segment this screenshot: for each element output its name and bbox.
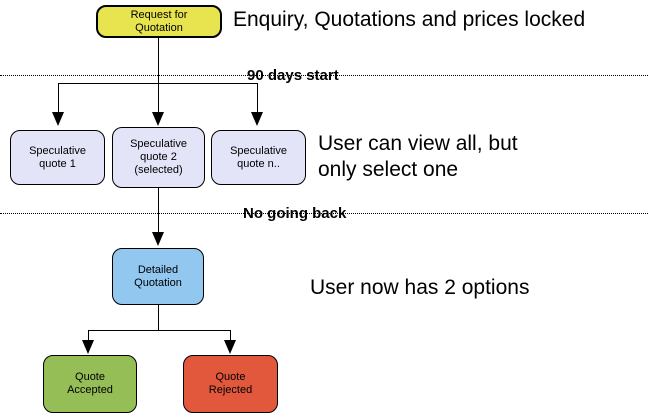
arrowhead-down-icon — [82, 340, 94, 354]
phase-divider-line-1 — [0, 75, 648, 76]
arrowhead-down-icon — [251, 112, 263, 126]
connector-to-spec3 — [257, 83, 258, 113]
connector-detailed-to-branch — [158, 305, 159, 331]
annotation-phase-90-days-start: 90 days start — [247, 67, 339, 84]
connector-to-spec1 — [58, 83, 59, 113]
node-quote-rejected: Quote Rejected — [183, 355, 278, 413]
node-request-for-quotation: Request for Quotation — [96, 5, 222, 38]
connector-to-spec2 — [158, 83, 159, 113]
node-detailed-quotation: Detailed Quotation — [112, 248, 204, 305]
annotation-user-has-2-options: User now has 2 options — [310, 276, 530, 299]
annotation-phase-no-going-back: No going back — [243, 205, 347, 222]
phase-divider-line-2 — [0, 213, 648, 214]
node-speculative-quote-n: Speculative quote n.. — [211, 130, 306, 185]
node-quote-accepted: Quote Accepted — [43, 355, 137, 413]
arrowhead-down-icon — [224, 340, 236, 354]
arrowhead-down-icon — [152, 232, 164, 246]
node-speculative-quote-2-selected: Speculative quote 2 (selected) — [112, 127, 205, 188]
connector-to-rejected — [230, 330, 231, 341]
arrowhead-down-icon — [152, 112, 164, 126]
annotation-headline: Enquiry, Quotations and prices locked — [233, 8, 586, 31]
arrowhead-down-icon — [52, 112, 64, 126]
annotation-user-can-view-all: User can view all, but only select one — [318, 132, 518, 181]
node-speculative-quote-1: Speculative quote 1 — [10, 130, 105, 185]
connector-spec2-to-detailed — [158, 188, 159, 233]
connector-request-to-branch — [158, 38, 159, 84]
connector-to-accepted — [88, 330, 89, 341]
branch-line-bottom — [88, 330, 231, 331]
